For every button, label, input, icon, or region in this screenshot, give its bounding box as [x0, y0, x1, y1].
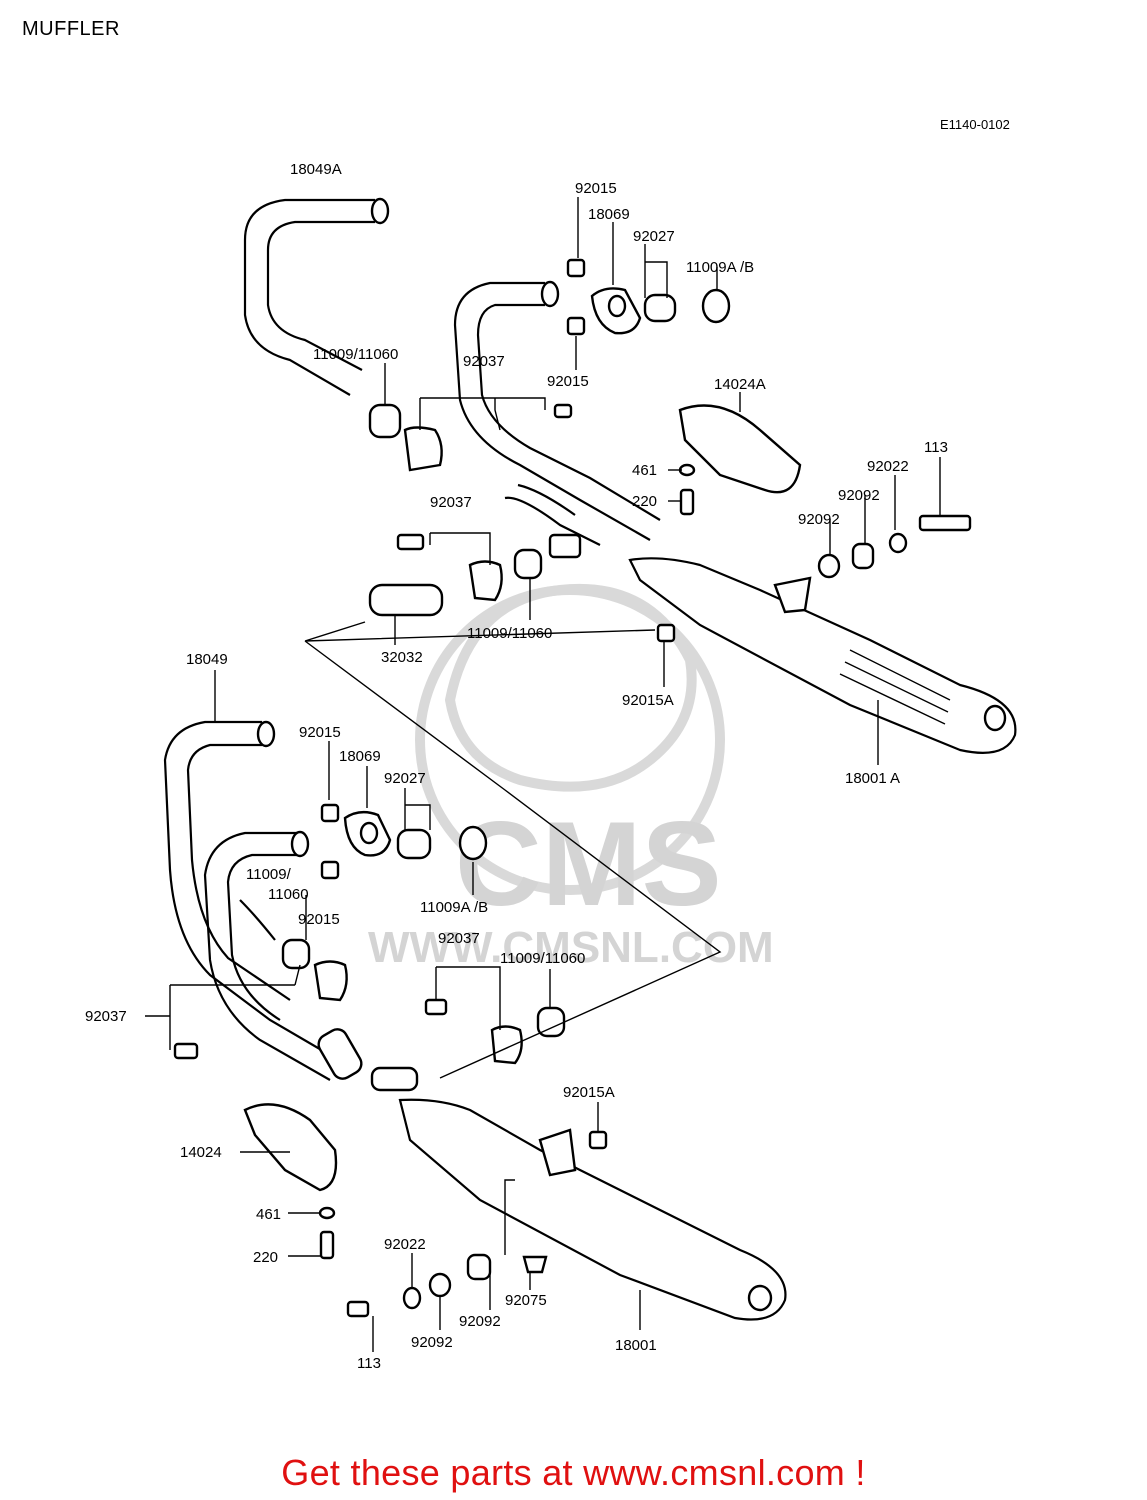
callout-label: 92027	[633, 228, 675, 245]
callout-label: 18049	[186, 651, 228, 668]
callout-label: 92075	[505, 1292, 547, 1309]
watermark-logo: CMS WWW.CMSNL.COM	[368, 583, 774, 972]
callout-label: 461	[632, 462, 657, 479]
callout-label: 92092	[798, 511, 840, 528]
callout-label: 92015	[547, 373, 589, 390]
page-title: MUFFLER	[22, 18, 120, 40]
callout-label: 18069	[339, 748, 381, 765]
callout-label: 11009/11060	[467, 625, 552, 642]
callout-label: 92022	[867, 458, 909, 475]
callout-label: 113	[924, 439, 948, 456]
callout-label: 18049A	[290, 161, 342, 178]
callout-label: 92037	[438, 930, 480, 947]
callout-label: 92092	[411, 1334, 453, 1351]
callout-label: 92037	[85, 1008, 127, 1025]
drawing-ref: E1140-0102	[940, 117, 1010, 132]
callout-label: 11009/11060	[313, 346, 398, 363]
callout-label: 113	[357, 1355, 381, 1372]
lower-exhaust-assembly	[163, 720, 787, 1321]
head-pipe-inner-upper	[453, 281, 651, 541]
callout-label: 18069	[588, 206, 630, 223]
head-pipe-inner-lower	[203, 831, 331, 1081]
callout-label: 92037	[430, 494, 472, 511]
callout-label: 92092	[838, 487, 880, 504]
callout-label: 11009/11060	[500, 950, 585, 967]
callout-label: 92022	[384, 1236, 426, 1253]
promo-link[interactable]: Get these parts at www.cmsnl.com !	[281, 1452, 866, 1493]
callout-label: 92015A	[622, 692, 674, 709]
head-pipe-outer-lower	[163, 720, 331, 1056]
callout-label: 14024	[180, 1144, 222, 1161]
muffler-upper	[628, 557, 1017, 754]
head-pipe-outer-upper	[243, 198, 375, 396]
upper-exhaust-assembly	[243, 197, 1017, 754]
callout-label: 220	[253, 1249, 278, 1266]
watermark-logo-text: CMS	[455, 797, 722, 931]
callout-label: 92015	[298, 911, 340, 928]
callout-label: 11009/	[246, 866, 292, 883]
callout-label: 18001 A	[845, 770, 900, 787]
callout-label: 92015	[575, 180, 617, 197]
muffler-lower	[398, 1098, 787, 1321]
callout-label: 92015	[299, 724, 341, 741]
callout-label: 92092	[459, 1313, 501, 1330]
callout-label: 18001	[615, 1337, 657, 1354]
callout-label: 14024A	[714, 376, 766, 393]
callout-label: 92027	[384, 770, 426, 787]
callout-label: 92015A	[563, 1084, 615, 1101]
callout-label: 11060	[268, 886, 309, 903]
callout-label: 92037	[463, 353, 505, 370]
callout-labels: 18049A 92015 18069 92027 11009A /B 11009…	[85, 161, 948, 1372]
callout-label: 11009A /B	[686, 259, 754, 276]
callout-label: 461	[256, 1206, 281, 1223]
watermark-url: WWW.CMSNL.COM	[368, 923, 774, 972]
leader-lines	[145, 197, 941, 1352]
callout-label: 32032	[381, 649, 423, 666]
callout-label: 220	[632, 493, 657, 510]
callout-label: 11009A /B	[420, 899, 488, 916]
